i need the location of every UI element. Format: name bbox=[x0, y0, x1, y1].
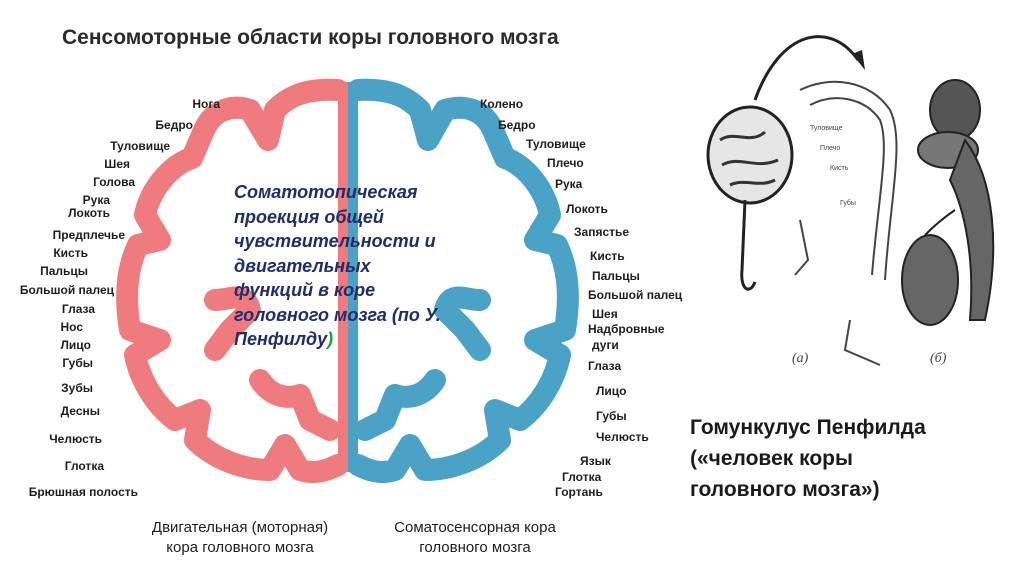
sensory-label-knee: Колено bbox=[480, 97, 524, 111]
svg-text:Туловище: Туловище bbox=[810, 125, 843, 132]
overlay-line7: Пенфилду bbox=[234, 329, 328, 349]
overlay-paren: ) bbox=[327, 329, 334, 349]
sensory-label-fingers: Пальцы bbox=[592, 269, 640, 283]
motor-label-trunk: Туловище bbox=[110, 139, 170, 153]
sensory-label-larynx: Гортань bbox=[555, 485, 603, 499]
sensory-label-arm: Рука bbox=[555, 177, 583, 191]
sensory-label-thumb: Большой палец bbox=[588, 288, 683, 302]
homunculus-caption-line3: головного мозга») bbox=[690, 478, 880, 501]
sensory-label-brow: Надбровные bbox=[588, 322, 665, 336]
sensory-label-pharynx: Глотка bbox=[562, 470, 602, 484]
motor-label-leg: Нога bbox=[192, 97, 220, 111]
motor-cortex-caption: Двигательная (моторная) кора головного м… bbox=[120, 518, 360, 558]
motor-label-pharynx: Глотка bbox=[64, 459, 104, 473]
sensory-label-face: Лицо bbox=[596, 384, 627, 398]
motor-label-fingers: Пальцы bbox=[40, 264, 88, 278]
svg-text:Кисть: Кисть bbox=[830, 165, 849, 172]
homunculus-illustration: Туловище Плечо Кисть Губы (а) (б) bbox=[706, 35, 995, 366]
motor-caption-line2: кора головного мозга bbox=[166, 539, 314, 556]
motor-label-jaw: Челюсть bbox=[49, 432, 102, 446]
cortical-strip-diagram: Туловище Плечо Кисть Губы bbox=[794, 80, 898, 366]
overlay-line3: чувствительности и bbox=[234, 231, 436, 251]
page-title: Сенсомоторные области коры головного моз… bbox=[62, 26, 559, 49]
homunculus-figure bbox=[901, 79, 995, 326]
motor-label-face: Лицо bbox=[60, 338, 91, 352]
motor-label-hand: Кисть bbox=[53, 246, 88, 260]
arrow-icon bbox=[753, 35, 860, 101]
sensory-label-eyes: Глаза bbox=[588, 359, 622, 373]
motor-label-neck: Шея bbox=[104, 157, 130, 171]
sensory-label-neck: Шея bbox=[592, 307, 618, 321]
motor-label-elbow: Локоть bbox=[68, 206, 110, 220]
label-a: (а) bbox=[792, 351, 809, 366]
overlay-line6: головного мозга (по У. bbox=[234, 304, 441, 325]
motor-label-lips: Губы bbox=[62, 356, 93, 370]
motor-label-arm: Рука bbox=[82, 193, 110, 207]
motor-label-hip: Бедро bbox=[155, 118, 193, 132]
motor-label-nose: Нос bbox=[60, 320, 83, 334]
sensory-cortex-shape bbox=[347, 78, 579, 484]
homunculus-caption-line2: («человек коры bbox=[690, 447, 853, 470]
somatotopic-overlay-text: Соматотопическая проекция общей чувствит… bbox=[234, 180, 484, 352]
motor-label-head: Голова bbox=[93, 175, 135, 189]
motor-label-forearm: Предплечье bbox=[52, 228, 125, 242]
motor-label-abdomen: Брюшная полость bbox=[28, 485, 138, 499]
motor-label-thumb: Большой палец bbox=[19, 283, 114, 297]
svg-text:Губы: Губы bbox=[840, 199, 856, 207]
brain-side-icon bbox=[706, 105, 794, 291]
motor-label-gums: Десны bbox=[60, 404, 100, 418]
motor-label-eyes: Глаза bbox=[61, 302, 95, 316]
sensory-label-brow-2: дуги bbox=[592, 338, 619, 352]
sensory-cortex-caption: Соматосенсорная кора головного мозга bbox=[360, 518, 590, 558]
sensory-caption-line2: головного мозга bbox=[419, 539, 531, 556]
sensory-label-lips: Губы bbox=[596, 409, 627, 423]
homunculus-caption: Гомункулус Пенфилда («человек коры голов… bbox=[690, 412, 1010, 505]
sensory-label-hip: Бедро bbox=[498, 118, 536, 132]
sensory-label-trunk: Туловище bbox=[526, 137, 586, 151]
motor-cortex-shape bbox=[116, 78, 349, 484]
sensory-label-wrist: Запястье bbox=[574, 225, 630, 239]
sensory-label-shoulder: Плечо bbox=[547, 156, 584, 170]
overlay-line2: проекция общей bbox=[234, 206, 384, 227]
overlay-line4: двигательных bbox=[234, 255, 371, 276]
overlay-line1: Соматотопическая bbox=[234, 182, 418, 202]
motor-label-teeth: Зубы bbox=[61, 381, 93, 395]
sensory-caption-line1: Соматосенсорная кора bbox=[394, 519, 556, 536]
svg-text:Плечо: Плечо bbox=[820, 145, 840, 152]
overlay-line5: функций в коре bbox=[234, 280, 376, 300]
sensory-label-hand: Кисть bbox=[590, 249, 625, 263]
sensory-label-elbow: Локоть bbox=[566, 202, 608, 216]
sensory-label-jaw: Челюсть bbox=[596, 430, 649, 444]
homunculus-caption-line1: Гомункулус Пенфилда bbox=[690, 416, 926, 439]
sensory-label-tongue: Язык bbox=[580, 454, 611, 468]
label-b: (б) bbox=[930, 351, 947, 366]
motor-caption-line1: Двигательная (моторная) bbox=[151, 519, 329, 536]
